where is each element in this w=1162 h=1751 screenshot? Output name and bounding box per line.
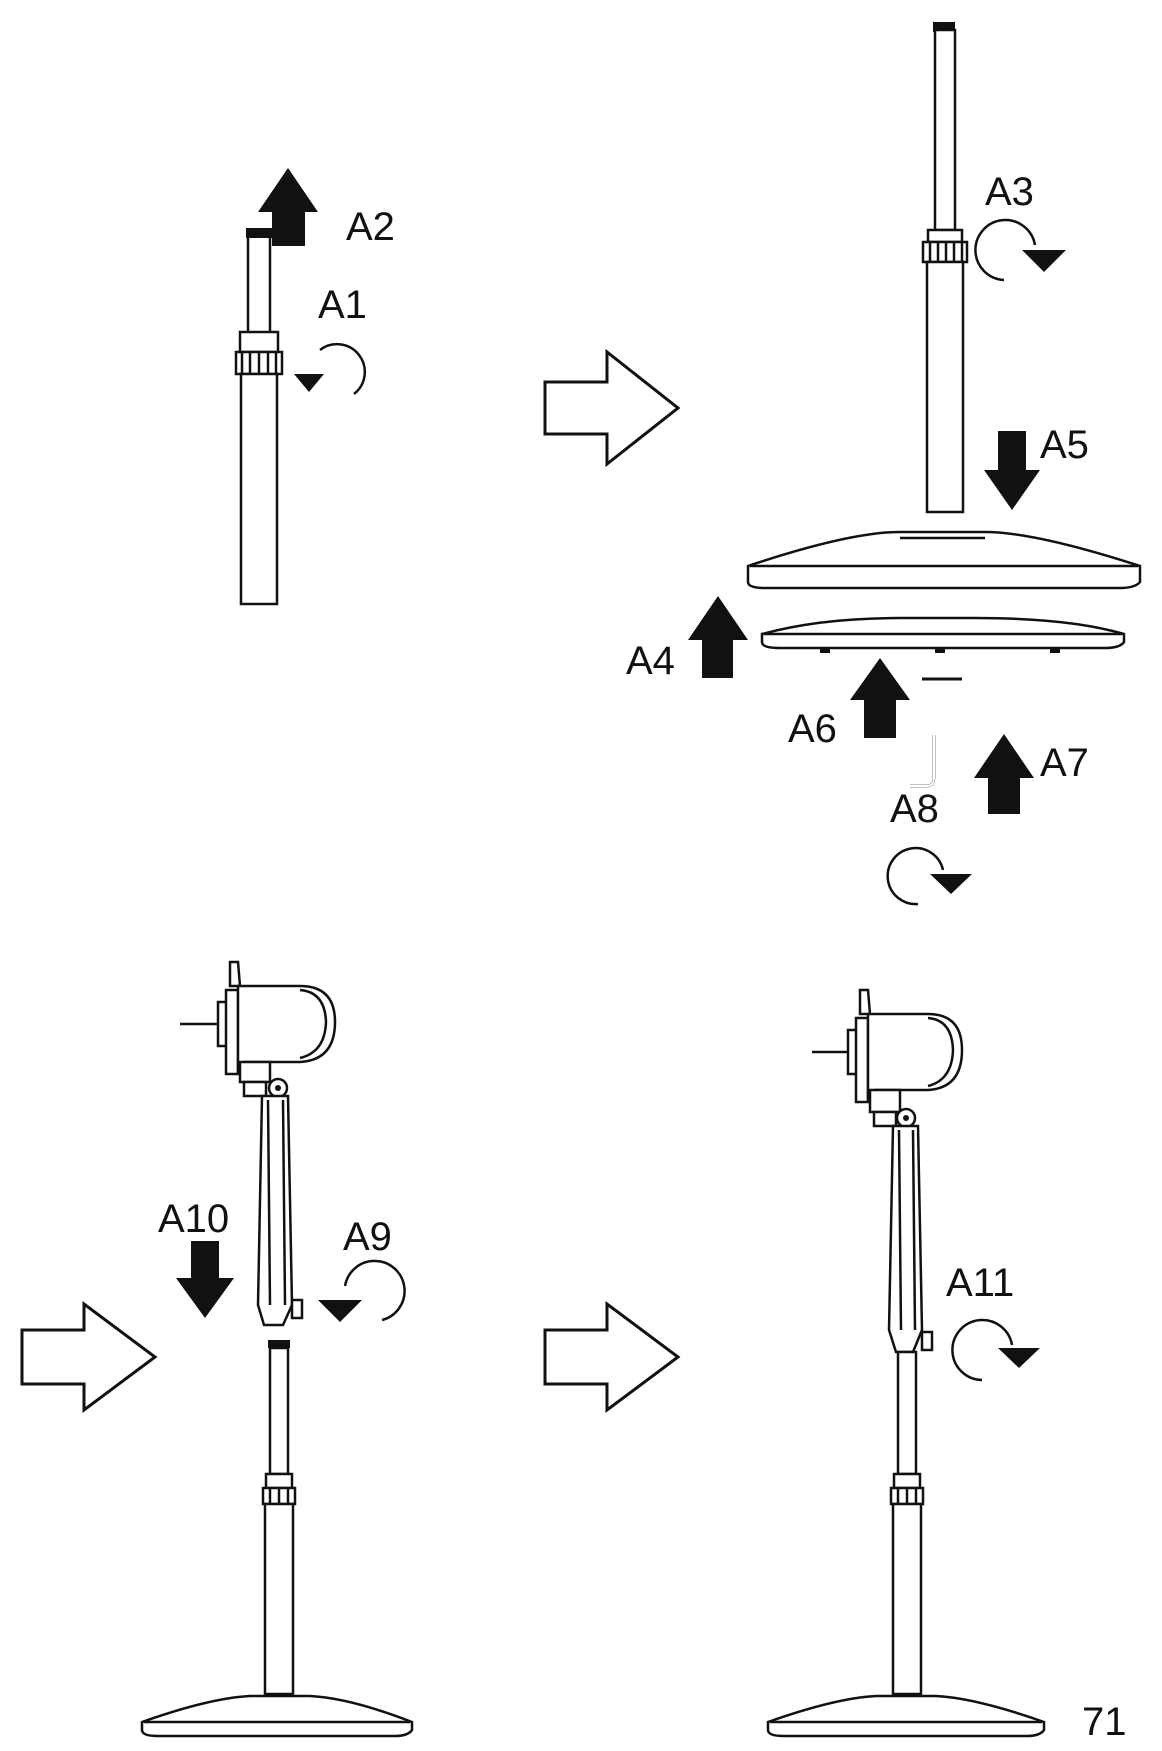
step2-pole: [921, 22, 969, 514]
base-cover-plate: [760, 616, 1126, 653]
base-plate: [746, 530, 1142, 590]
rotate-ccw-a9-icon: [318, 1259, 406, 1322]
page-number: 71: [1082, 1700, 1127, 1744]
label-a2: A2: [346, 205, 395, 249]
label-a1: A1: [318, 283, 367, 327]
heater-head: [180, 960, 337, 1099]
step1-telescopic-pole: [234, 228, 284, 606]
label-a5: A5: [1040, 423, 1089, 467]
down-arrow-a5-icon: [984, 431, 1040, 510]
down-arrow-a10-icon: [176, 1241, 234, 1318]
assembled-heater-head: [812, 988, 964, 1129]
stand-base: [140, 1694, 414, 1738]
rotate-cw-a11-icon: [951, 1318, 1040, 1382]
label-a7: A7: [1040, 741, 1089, 785]
label-a10: A10: [158, 1197, 229, 1241]
rotate-cw-a3-icon: [974, 218, 1066, 282]
assembled-stand-pole: [889, 1350, 925, 1696]
next-step-arrow-icon: [20, 1301, 158, 1413]
assembled-stand-base: [766, 1694, 1046, 1738]
next-step-arrow-icon: [543, 348, 681, 468]
label-a8: A8: [890, 787, 939, 831]
label-a11: A11: [946, 1261, 1014, 1305]
label-a9: A9: [343, 1215, 392, 1259]
up-arrow-a7-icon: [974, 734, 1034, 814]
label-a4: A4: [626, 639, 675, 683]
label-a3: A3: [985, 170, 1034, 214]
rotate-cw-a8-icon: [886, 846, 972, 906]
assembled-tilt-arm: [887, 1124, 934, 1354]
upper-tilt-arm: [256, 1094, 304, 1327]
next-step-arrow-icon: [543, 1301, 681, 1413]
up-arrow-a2-icon: [258, 168, 318, 246]
hex-key-part: [910, 735, 936, 788]
rotate-ccw-a1-icon: [294, 342, 367, 395]
up-arrow-a4-icon: [688, 596, 748, 678]
label-a6: A6: [788, 707, 837, 751]
lower-stand-pole: [261, 1340, 297, 1696]
up-arrow-a6-icon: [850, 658, 910, 738]
